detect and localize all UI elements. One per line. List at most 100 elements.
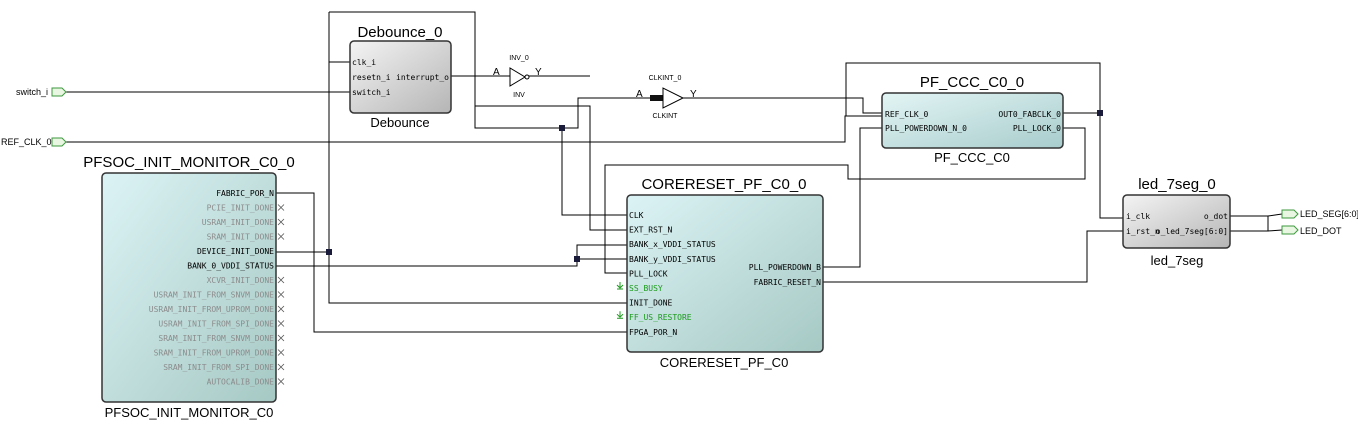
monitor-output-pins: FABRIC_POR_N PCIE_INIT_DONE USRAM_INIT_DON… <box>149 189 285 387</box>
unconnected-x-icon <box>277 378 285 385</box>
monitor-pin-label: DEVICE_INIT_DONE <box>197 247 274 256</box>
block-title: Debounce_0 <box>357 24 442 41</box>
pin-interrupt-o: interrupt_o <box>396 73 449 82</box>
pin-clk-i: clk_i <box>352 58 376 67</box>
tied-low-icon <box>616 311 624 319</box>
pin-o-led-7seg: o_led_7seg[6:0] <box>1156 227 1228 236</box>
pin-ref-clk: REF_CLK_0 <box>885 110 929 119</box>
block-body <box>349 40 452 114</box>
corereset-pin-label: INIT_DONE <box>629 299 673 308</box>
monitor-pin-label: SRAM_INIT_FROM_SPI_DONE <box>163 363 274 372</box>
inverter-bubble <box>524 74 530 80</box>
block-corereset-pf[interactable]: CORERESET_PF_C0_0 CLK EXT_RST_N BANK_x_VDD… <box>616 176 824 370</box>
pin-resetn-i: resetn_i <box>352 73 391 82</box>
block-subtitle: PFSOC_INIT_MONITOR_C0 <box>105 405 274 420</box>
output-port-icon <box>1281 209 1299 219</box>
port-label: LED_SEG[6:0] <box>1300 209 1358 219</box>
output-port-led-dot[interactable]: LED_DOT <box>1281 225 1342 236</box>
port-label: LED_DOT <box>1300 226 1342 236</box>
unconnected-x-icon <box>277 334 285 342</box>
corereset-pin-label: BANK_y_VDDI_STATUS <box>629 255 716 264</box>
gate-inverter[interactable]: INV_0 A Y INV <box>493 55 542 99</box>
buffer-icon <box>662 87 685 109</box>
gate-pin-a: A <box>636 89 643 100</box>
pin-i-clk: i_clk <box>1126 212 1150 221</box>
monitor-pin-label: SRAM_INIT_DONE <box>207 233 275 242</box>
corereset-pin-label: FPGA_POR_N <box>629 328 677 337</box>
monitor-pin-label: USRAM_INIT_FROM_UPROM_DONE <box>149 305 274 314</box>
monitor-pin-label: SRAM_INIT_FROM_UPROM_DONE <box>154 349 275 358</box>
block-debounce[interactable]: Debounce_0 clk_i resetn_i switch_i inter… <box>349 24 452 130</box>
block-body <box>626 194 824 353</box>
monitor-pin-label: FABRIC_POR_N <box>216 189 274 198</box>
block-subtitle: led_7seg <box>1151 253 1204 268</box>
block-subtitle: CORERESET_PF_C0 <box>660 355 789 370</box>
gate-clkint[interactable]: CLKINT_0 A Y CLKINT <box>636 75 697 120</box>
unconnected-x-icon <box>277 233 285 240</box>
unconnected-x-icon <box>277 363 285 371</box>
wires <box>66 11 1283 333</box>
input-port-ref-clk[interactable]: REF_CLK_0 <box>1 137 67 147</box>
corereset-pin-label: EXT_RST_N <box>629 226 673 235</box>
unconnected-x-icon <box>277 204 285 211</box>
block-body <box>881 92 1064 149</box>
unconnected-x-icon <box>277 305 285 313</box>
pin-pll-powerdown-n: PLL_POWERDOWN_N_0 <box>885 124 967 133</box>
pin-o-dot: o_dot <box>1204 212 1228 221</box>
clock-buffer-input-mark <box>650 95 663 101</box>
pin-pll-powerdown-b: PLL_POWERDOWN_B <box>749 263 821 272</box>
output-port-icon <box>1281 225 1299 235</box>
pin-pll-lock: PLL_LOCK_0 <box>1013 124 1061 133</box>
unconnected-x-icon <box>277 320 285 327</box>
pin-fabric-reset-n: FABRIC_RESET_N <box>754 278 822 287</box>
corereset-pin-label: PLL_LOCK <box>629 269 668 278</box>
gate-instance-name: CLKINT_0 <box>649 75 682 82</box>
monitor-pin-label: XCVR_INIT_DONE <box>207 276 275 285</box>
block-body <box>1122 194 1231 249</box>
corereset-pin-label: SS_BUSY <box>629 284 663 293</box>
unconnected-x-icon <box>277 291 285 298</box>
pin-i-rst-n: i_rst_n <box>1126 227 1160 236</box>
block-title: CORERESET_PF_C0_0 <box>641 176 806 193</box>
unconnected-x-icon <box>277 349 285 356</box>
block-pf-ccc[interactable]: PF_CCC_C0_0 REF_CLK_0 PLL_POWERDOWN_N_0 … <box>881 74 1064 165</box>
monitor-pin-label: PCIE_INIT_DONE <box>207 204 275 213</box>
block-pfsoc-init-monitor[interactable]: PFSOC_INIT_MONITOR_C0_0 FABRIC_POR_N PCIE… <box>83 154 294 420</box>
pin-out0-fabclk: OUT0_FABCLK_0 <box>998 110 1061 119</box>
gate-type: CLKINT <box>653 113 679 120</box>
unconnected-x-icon <box>277 276 285 284</box>
block-title: PFSOC_INIT_MONITOR_C0_0 <box>83 154 294 171</box>
port-label: REF_CLK_0 <box>1 137 52 147</box>
output-port-led-seg[interactable]: LED_SEG[6:0] <box>1281 209 1358 219</box>
monitor-pin-label: AUTOCALIB_DONE <box>207 378 275 387</box>
input-port-icon <box>51 137 67 147</box>
corereset-pin-label: BANK_x_VDDI_STATUS <box>629 240 716 249</box>
gate-type: INV <box>513 92 525 99</box>
monitor-pin-label: USRAM_INIT_FROM_SPI_DONE <box>158 320 274 329</box>
unconnected-x-icon <box>277 218 285 226</box>
block-title: PF_CCC_C0_0 <box>920 74 1024 91</box>
inverter-icon <box>509 67 526 87</box>
gate-pin-y: Y <box>690 89 697 100</box>
corereset-input-pins: CLK EXT_RST_N BANK_x_VDDI_STATUS BANK_y_VDD… <box>616 211 716 337</box>
block-title: led_7seg_0 <box>1138 176 1216 193</box>
input-port-switch-i[interactable]: switch_i <box>16 87 67 97</box>
block-body <box>101 172 277 403</box>
gate-pin-y: Y <box>535 67 542 78</box>
port-label: switch_i <box>16 87 48 97</box>
pin-switch-i: switch_i <box>352 88 391 97</box>
monitor-pin-label: USRAM_INIT_FROM_SNVM_DONE <box>154 291 275 300</box>
monitor-pin-label: USRAM_INIT_DONE <box>202 218 274 227</box>
input-port-icon <box>51 87 67 97</box>
monitor-pin-label: SRAM_INIT_FROM_SNVM_DONE <box>158 334 274 343</box>
gate-pin-a: A <box>493 67 500 78</box>
block-subtitle: Debounce <box>370 115 429 130</box>
corereset-pin-label: CLK <box>629 211 644 220</box>
corereset-pin-label: FF_US_RESTORE <box>629 313 692 322</box>
gate-instance-name: INV_0 <box>509 55 529 62</box>
block-led-7seg[interactable]: led_7seg_0 i_clk i_rst_n o_dot o_led_7se… <box>1122 176 1231 268</box>
monitor-pin-label: BANK_0_VDDI_STATUS <box>187 262 274 271</box>
block-subtitle: PF_CCC_C0 <box>934 150 1010 165</box>
tied-low-icon <box>616 282 624 290</box>
